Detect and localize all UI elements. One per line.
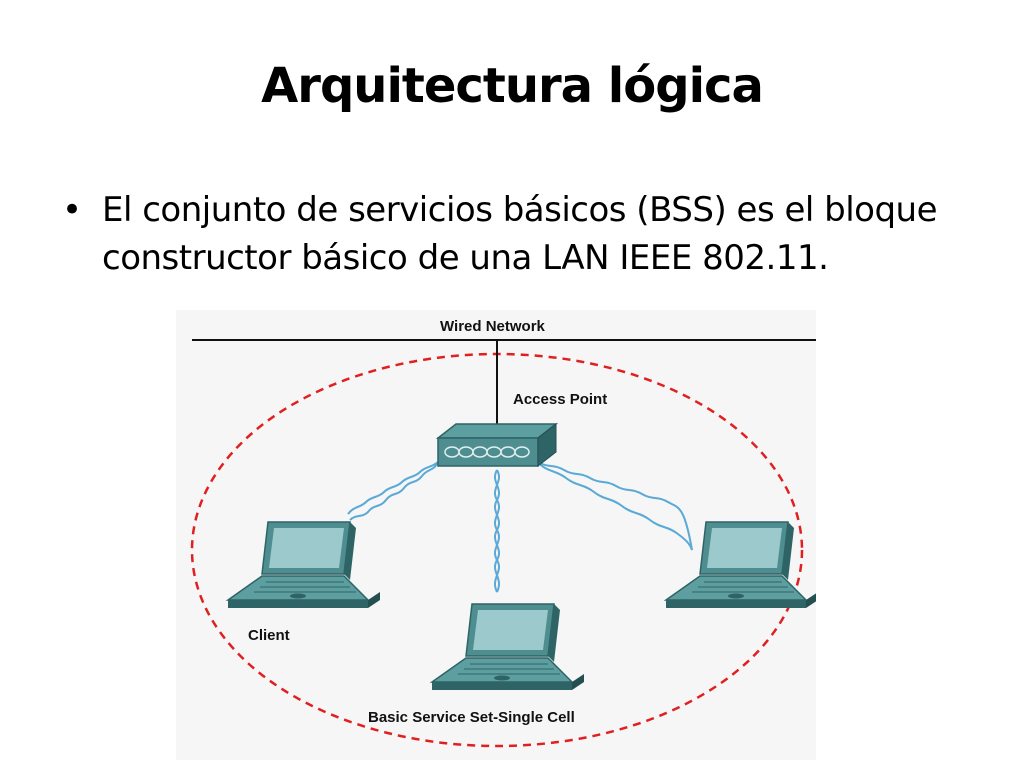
wired-network-label: Wired Network [440, 318, 546, 335]
bullet-item: • El conjunto de servicios básicos (BSS)… [62, 186, 942, 282]
bss-diagram: Wired Network Access Point [176, 310, 816, 760]
cell-label: Basic Service Set-Single Cell [368, 709, 575, 726]
slide-title: Arquitectura lógica [261, 58, 764, 114]
client-laptop-left [227, 521, 381, 609]
client-label: Client [248, 627, 290, 644]
access-point-label: Access Point [513, 391, 607, 408]
bullet-text: El conjunto de servicios básicos (BSS) e… [102, 190, 938, 278]
bullet-symbol: • [62, 190, 83, 230]
wireless-signal-waves [347, 461, 693, 593]
access-point-device [435, 422, 559, 468]
client-laptop-center [431, 603, 585, 691]
